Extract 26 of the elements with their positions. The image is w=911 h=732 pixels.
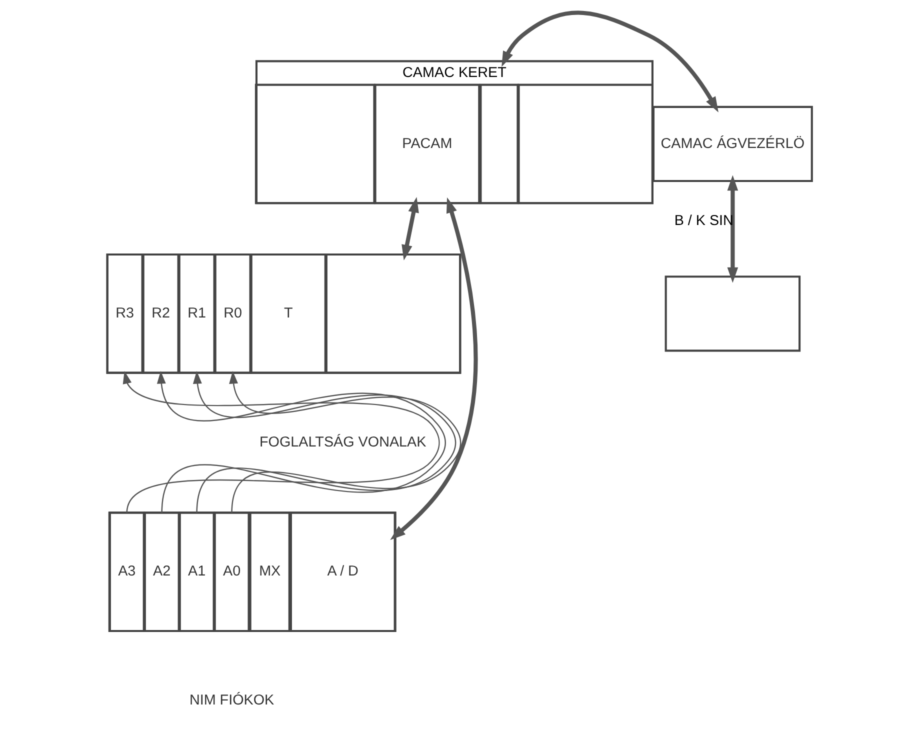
node-box: R2	[142, 254, 180, 374]
node-box	[480, 84, 519, 204]
node-box: PACAM	[374, 84, 480, 204]
node-box: R1	[178, 254, 216, 374]
arrow	[502, 10, 718, 112]
node-box: A1	[178, 512, 215, 632]
node-box: A0	[214, 512, 250, 632]
node-box: R0	[214, 254, 252, 374]
node-box: A3	[108, 512, 145, 632]
node-box: T	[250, 254, 326, 374]
arrow	[229, 370, 462, 513]
node-box	[254, 84, 376, 204]
node-box: R3	[106, 254, 144, 374]
node-box: A / D	[290, 512, 396, 632]
node-box	[518, 84, 654, 204]
label: NIM FIÓKOK	[189, 692, 274, 709]
node-box: CAMAC ÁGVEZÉRLÖ	[652, 106, 813, 182]
node-box	[664, 276, 801, 352]
arrow	[390, 197, 478, 540]
label: FOGLALTSÁG VONALAK	[260, 434, 426, 451]
node-box: A2	[144, 512, 180, 632]
arrow	[727, 175, 738, 283]
arrow	[402, 197, 419, 260]
arrow	[192, 370, 456, 513]
node-box: MX	[249, 512, 290, 632]
node-box	[325, 254, 462, 374]
